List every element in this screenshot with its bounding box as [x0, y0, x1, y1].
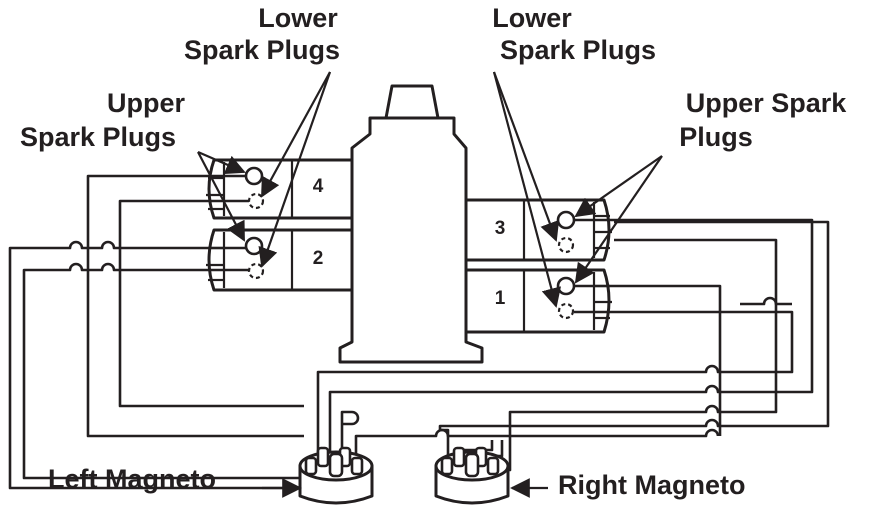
- ignition-wires: [8, 174, 830, 490]
- cylinder-1: 1: [464, 268, 612, 334]
- left-magneto-label: Left Magneto: [48, 464, 216, 494]
- upper-plug-cyl4: [244, 166, 264, 186]
- lower-plug-cyl2: [247, 262, 265, 280]
- cylinder-number-1: 1: [495, 288, 506, 309]
- lower-plug-cyl4: [247, 192, 265, 210]
- lower-plug-cyl1: [557, 302, 575, 320]
- upper-plug-cyl3: [556, 210, 576, 230]
- left-magneto: [298, 446, 374, 505]
- cylinder-number-2: 2: [313, 248, 324, 269]
- engine-crankcase: [338, 84, 484, 364]
- upper-spark-plugs-left-label-1: Upper: [107, 88, 186, 118]
- label-arrows: [197, 71, 663, 498]
- right-magneto-label: Right Magneto: [558, 470, 745, 500]
- upper-plug-cyl2: [244, 236, 264, 256]
- lower-spark-plugs-left-label-1: Lower: [258, 3, 338, 33]
- right-magneto: [434, 446, 510, 505]
- upper-spark-plugs-right-label-1: Upper Spark: [686, 88, 848, 118]
- cylinder-2: 2: [206, 228, 354, 292]
- cylinder-number-3: 3: [495, 218, 506, 239]
- upper-plug-cyl1: [556, 276, 576, 296]
- lower-spark-plugs-right-label-1: Lower: [492, 3, 572, 33]
- lower-plug-cyl3: [557, 236, 575, 254]
- lower-spark-plugs-right-label-2: Spark Plugs: [500, 35, 656, 65]
- cylinder-3: 3: [464, 198, 612, 262]
- upper-spark-plugs-left-label-2: Spark Plugs: [20, 122, 176, 152]
- cylinder-number-4: 4: [313, 176, 324, 197]
- upper-spark-plugs-right-label-2: Plugs: [679, 122, 753, 152]
- spark-plugs: [244, 166, 576, 320]
- lower-spark-plugs-left-label-2: Spark Plugs: [184, 35, 340, 65]
